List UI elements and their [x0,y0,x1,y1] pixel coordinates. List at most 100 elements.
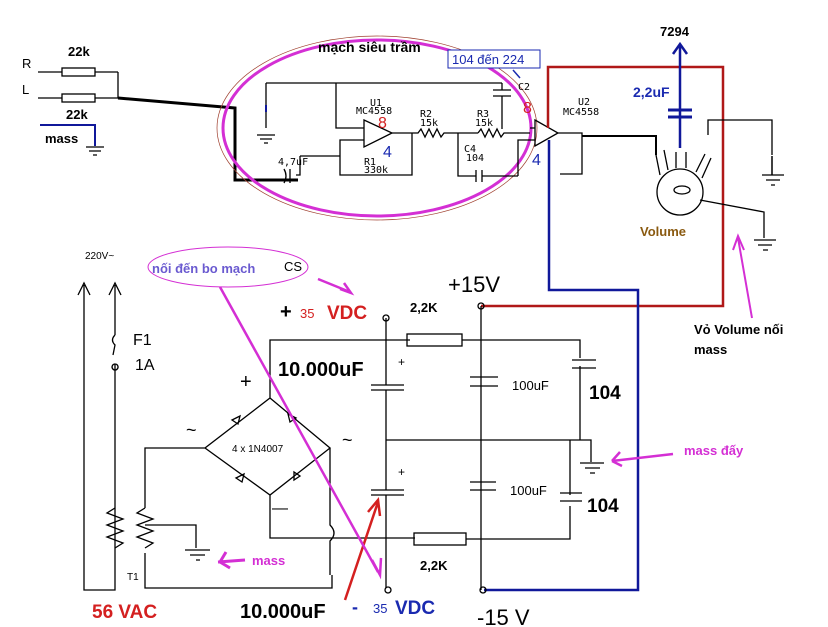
u1-pin8: 8 [378,115,387,132]
cap-bottom-plus: + [398,465,405,479]
c2-cap [493,83,511,129]
power-supply: 220V~ F1 1A T1 mass 56 VAC 4 x 1N4007 + … [77,246,744,627]
r3-value: 15k [475,118,493,129]
input-wires [38,71,119,99]
filter-circuit: U1 MC4558 8 4 R1 330k 4,7uF R2 15k R3 15… [257,49,599,184]
red-arrow-icon [343,496,382,601]
u1-pin4: 4 [383,144,392,161]
secondary-voltage: 56 VAC [92,602,157,623]
input-section: R L 22k 22k mass [22,44,298,182]
r2-r3-resistors [412,127,530,139]
output-arrow-icon [671,41,689,148]
mass-day-arrow-icon [611,451,674,468]
u1-part: MC4558 [356,106,392,117]
filter-capacitors [371,318,580,588]
neg-unit: VDC [395,598,435,619]
volume-pot[interactable] [656,168,704,216]
rail-neg-label: -15 V [477,605,530,627]
note-board-cs: CS [284,259,302,274]
r-resistor-value: 22k [68,44,90,59]
note-arrow-icon [218,277,383,580]
opamp-u1 [363,118,394,149]
output-cap-value: 2,2uF [633,84,670,100]
volume-pins [655,119,773,179]
rail-pos-label: +15V [448,272,500,297]
fuse-rating: 1A [135,357,155,374]
cap-100-top: 100uF [512,378,549,393]
cap-104-top: 104 [589,383,621,404]
cin-value: 4,7uF [278,157,308,168]
input-thick-wire [117,96,298,182]
mains-wires [77,281,122,591]
c2-name: C2 [518,82,530,93]
pointer-arrow-icon [732,233,753,319]
u1-name: U1 [370,98,382,109]
res-top-value: 2,2K [410,300,438,315]
u2-part: MC4558 [563,107,599,118]
resistor-r [61,67,96,77]
pos-unit: VDC [327,303,367,324]
input-r-label: R [22,56,31,71]
l-resistor-value: 22k [66,107,88,122]
u2-name: U2 [578,97,590,108]
u2-pin8: 8 [523,100,532,117]
res-bottom-value: 2,2K [420,558,448,573]
note-board: nối đến bo mạch [152,261,255,276]
output-ic-label: 7294 [660,24,690,39]
negative-rail-wire [484,140,640,592]
mass-day-label: mass đấy [684,443,744,458]
ground-icon [257,134,275,144]
c4-cap [457,133,518,182]
resistor-2k2-top [406,333,463,347]
volume-note-line2: mass [694,342,727,357]
mass-arrow-icon [217,551,246,570]
resistor-2k2-bottom [413,532,467,546]
cap-top-plus: + [398,355,405,369]
filter-title: mạch siêu trầm [318,39,421,55]
resistor-l [61,93,96,103]
r1-value: 330k [364,165,388,176]
neg-sign: - [352,597,358,617]
fuse-name: F1 [133,332,152,349]
cap-bottom-value: 10.000uF [240,601,326,623]
bridge-ac1: ~ [186,420,197,440]
output-cap [668,108,692,119]
input-cap-4-7uf [283,156,301,184]
ground-icon [580,439,604,474]
r1-name: R1 [364,157,376,168]
decoupling-caps [470,359,596,502]
opamp-u2 [534,118,560,148]
mass-label: mass [45,131,78,146]
transformer-label: T1 [127,572,139,583]
r3-name: R3 [477,109,489,120]
bridge-ac2: ~ [342,430,353,450]
rail-wires [462,306,581,590]
note-ellipse [147,246,309,288]
r2-name: R2 [420,109,432,120]
cap-104-bottom: 104 [587,496,619,517]
r2-value: 15k [420,118,438,129]
bridge-plus: + [240,371,252,393]
transformer-mass-label: mass [252,553,285,568]
output-section: 7294 2,2uF Volume Vỏ Volume nối mass [481,24,784,592]
positive-rail-wire [481,65,725,308]
ground-icon [699,174,784,251]
ground-icon [185,549,210,561]
volume-note-line1: Vỏ Volume nối [694,322,783,337]
mains-label: 220V~ [85,251,114,262]
volume-label: Volume [640,224,686,239]
pos-value: 35 [300,306,314,321]
fuse-icon [111,334,119,371]
cap-100-bottom: 100uF [510,483,547,498]
ground-icon [86,146,104,156]
neg-value: 35 [373,601,387,616]
bridge-label: 4 x 1N4007 [232,444,284,455]
c4-value: 104 [466,153,484,164]
pos-sign: + [280,301,292,323]
bridge-minus: — [272,500,288,517]
transformer-t1 [105,455,333,589]
bridge-rectifier [144,339,415,575]
c2-note: 104 đến 224 [452,52,524,67]
